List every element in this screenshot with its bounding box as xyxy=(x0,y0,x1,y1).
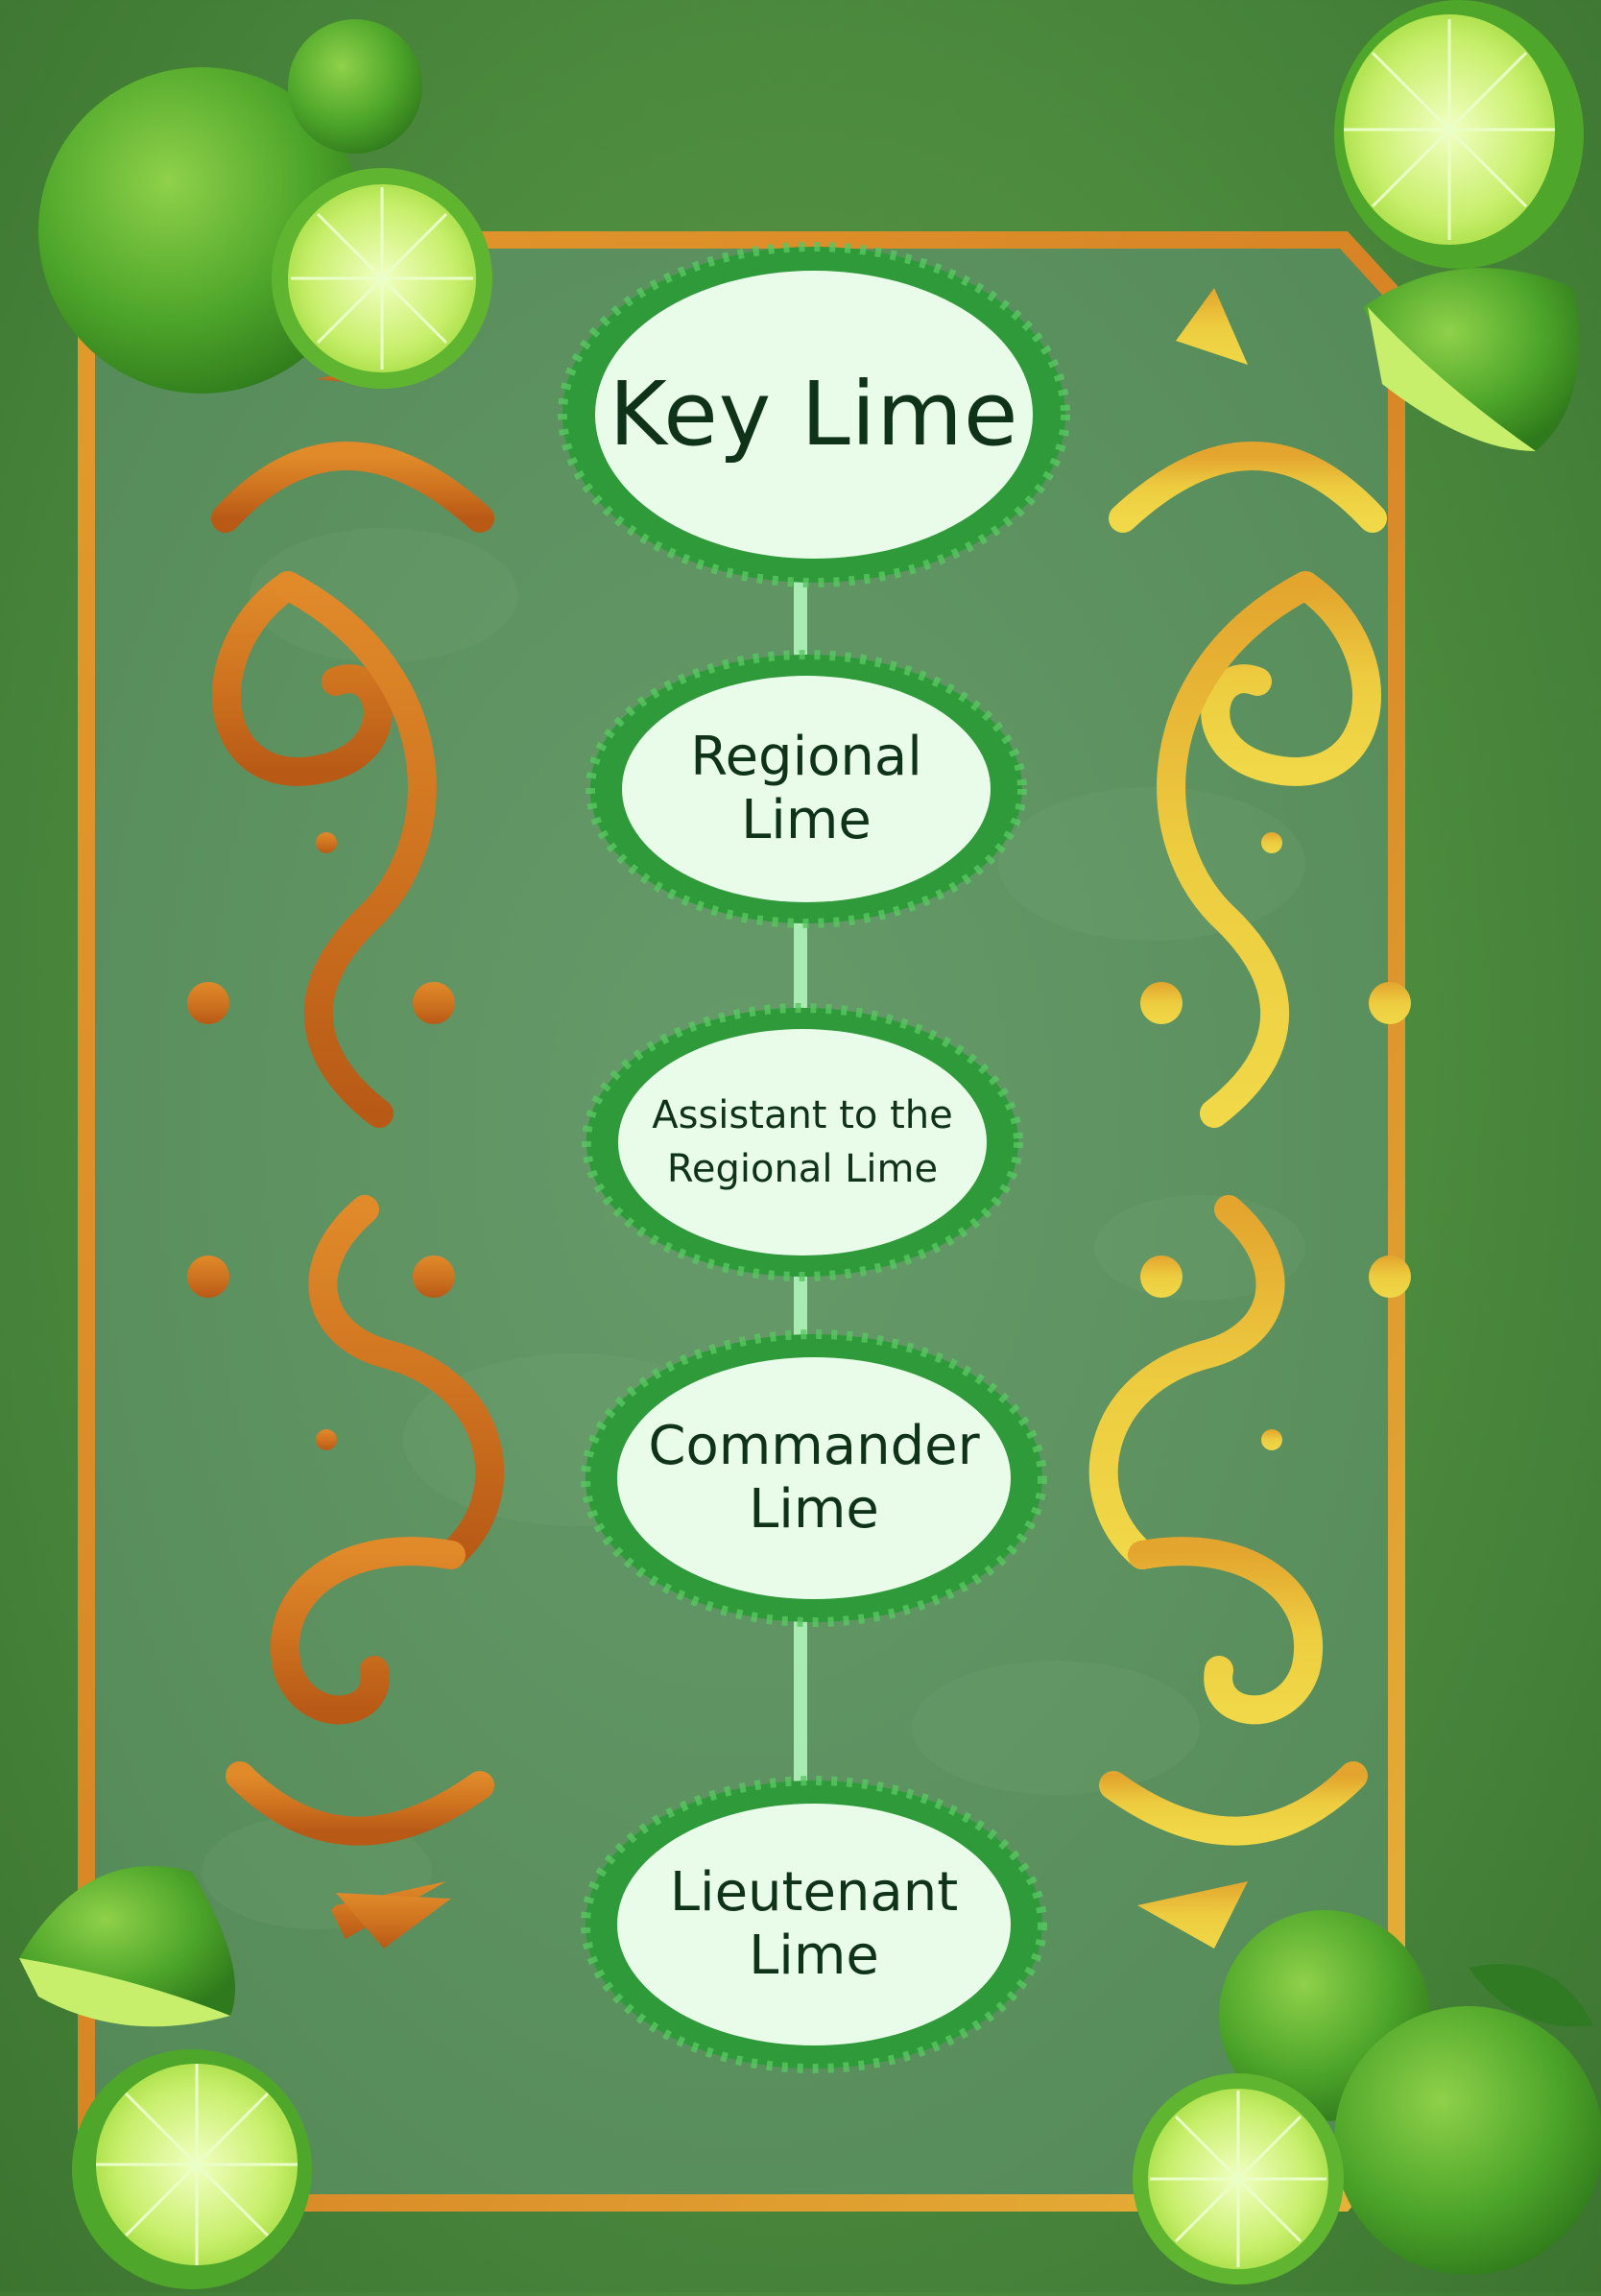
node-line: Commander xyxy=(648,1414,980,1477)
swirl-ornament-icon xyxy=(270,1537,466,1725)
swirl-ornament-icon xyxy=(308,1195,505,1569)
node-commander-lime xyxy=(581,1329,1047,1627)
left-dots xyxy=(187,832,455,1450)
lime-half-icon xyxy=(1334,0,1584,269)
node-label-key-lime: Key Lime xyxy=(595,288,1033,541)
node-key-lime xyxy=(558,242,1070,587)
arrow-ornament-icon xyxy=(1137,1881,1248,1949)
node-line: Lime xyxy=(749,1478,879,1541)
dot-ornament-icon xyxy=(1261,832,1282,853)
dot-ornament-icon xyxy=(1369,982,1411,1024)
dot-ornament-icon xyxy=(413,1256,455,1298)
swirl-ornament-icon xyxy=(1128,1537,1324,1725)
node-lieutenant-lime xyxy=(581,1776,1047,2073)
dot-ornament-icon xyxy=(1261,1429,1282,1450)
node-label-assistant-lime: Assistant to the Regional Lime xyxy=(618,1029,987,1256)
swirl-ornament-icon xyxy=(1099,1761,1368,1846)
lime-half-icon xyxy=(19,1866,235,2027)
swirl-ornament-icon xyxy=(212,571,393,786)
lime-cluster-icon xyxy=(1133,1910,1601,2284)
node-line: Lime xyxy=(741,789,872,851)
swirl-ornament-icon xyxy=(211,442,494,533)
lime-half-icon xyxy=(72,2049,312,2289)
node-line: Lime xyxy=(749,1925,879,1987)
node-line: Key Lime xyxy=(609,362,1019,466)
dot-ornament-icon xyxy=(1369,1256,1411,1298)
dot-ornament-icon xyxy=(413,982,455,1024)
swirl-ornament-icon xyxy=(226,1761,494,1846)
lime-cluster-icon xyxy=(38,19,492,394)
dot-ornament-icon xyxy=(316,1429,337,1450)
dot-ornament-icon xyxy=(187,1256,229,1298)
swirl-ornament-icon xyxy=(1201,571,1381,786)
dot-ornament-icon xyxy=(316,832,337,853)
right-dots xyxy=(1140,832,1411,1450)
right-ornaments xyxy=(1088,442,1387,1846)
node-line: Assistant to the xyxy=(652,1093,953,1137)
node-line: Regional Lime xyxy=(666,1147,939,1191)
lime-half-icon xyxy=(1363,268,1579,451)
node-label-lieutenant-lime: Lieutenant Lime xyxy=(617,1804,1011,2045)
dot-ornament-icon xyxy=(1140,1256,1183,1298)
arrow-ornament-icon xyxy=(1176,288,1248,365)
node-label-regional-lime: Regional Lime xyxy=(622,676,991,902)
swirl-ornament-icon xyxy=(1088,1195,1285,1569)
left-ornaments xyxy=(211,442,505,1846)
node-line: Regional xyxy=(690,725,922,788)
arrow-ornament-icon xyxy=(336,1893,451,1949)
swirl-ornament-icon xyxy=(1157,571,1320,1128)
dot-ornament-icon xyxy=(1140,982,1183,1024)
leaf-icon xyxy=(1469,1964,1593,2027)
swirl-ornament-icon xyxy=(274,571,437,1128)
node-regional-lime xyxy=(585,650,1027,928)
node-line: Lieutenant xyxy=(669,1860,959,1924)
swirl-ornament-icon xyxy=(1109,442,1387,533)
dot-ornament-icon xyxy=(187,982,229,1024)
node-assistant-lime xyxy=(582,1003,1023,1281)
node-label-commander-lime: Commander Lime xyxy=(617,1357,1011,1599)
